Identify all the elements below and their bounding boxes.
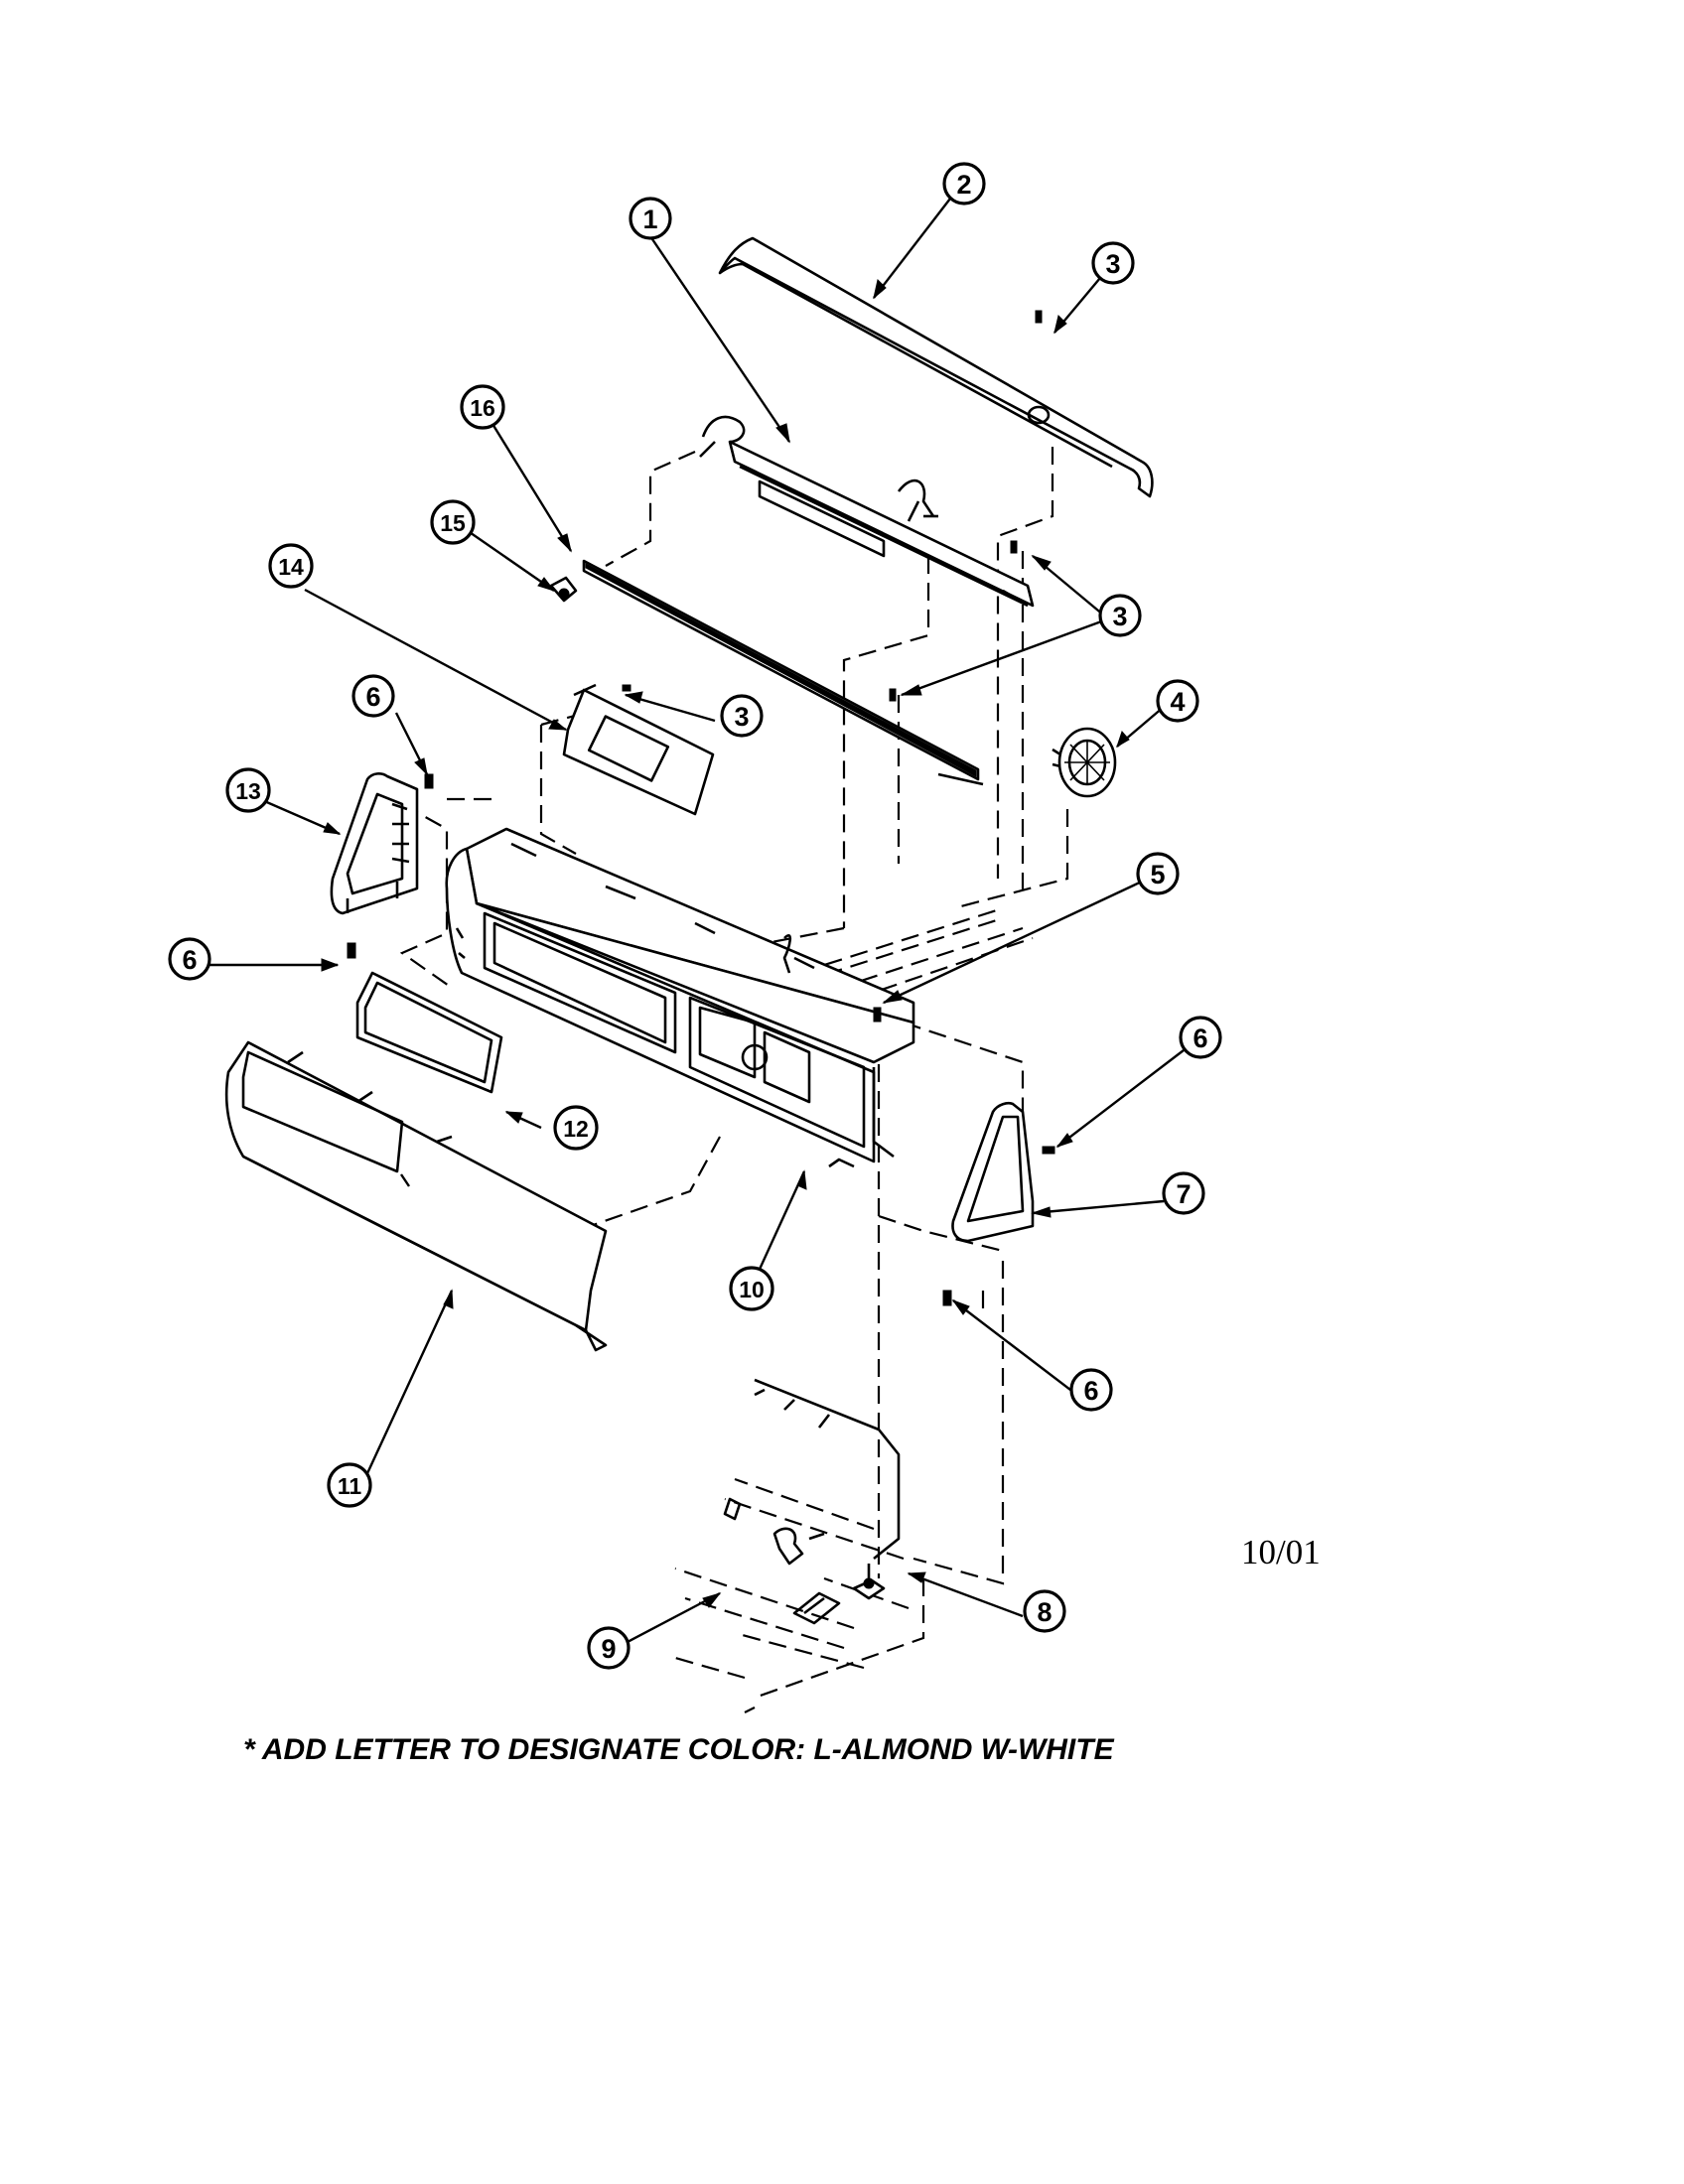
callout-13-label: 13 xyxy=(235,778,261,804)
callout-14: 14 xyxy=(268,543,314,589)
callout-3b: 3 xyxy=(1098,594,1142,637)
callout-12-label: 12 xyxy=(563,1116,589,1142)
callout-3a-label: 3 xyxy=(1105,249,1120,279)
callout-13: 13 xyxy=(225,767,271,813)
callout-6b-label: 6 xyxy=(182,945,197,975)
part-3-display-board xyxy=(562,683,715,816)
callout-16: 16 xyxy=(460,384,505,430)
callout-8-label: 8 xyxy=(1037,1597,1052,1627)
callout-9: 9 xyxy=(587,1626,631,1670)
callout-6b: 6 xyxy=(168,937,211,981)
callout-2-label: 2 xyxy=(956,170,971,200)
callout-9-label: 9 xyxy=(601,1634,616,1664)
callout-11: 11 xyxy=(327,1462,372,1508)
part-11-front-fascia xyxy=(224,1040,608,1352)
part-3-screws xyxy=(622,310,1043,702)
arrow-heads xyxy=(321,279,1130,1608)
callout-1: 1 xyxy=(629,197,672,240)
part-1-control-bar xyxy=(699,415,1035,608)
callout-6d: 6 xyxy=(1069,1368,1113,1412)
callout-7: 7 xyxy=(1162,1171,1205,1215)
callout-6a-label: 6 xyxy=(365,682,380,712)
part-9-bracket xyxy=(723,1497,841,1625)
part-14-light-strip xyxy=(582,559,984,786)
part-2-top-cover xyxy=(718,236,1154,498)
part-12-window-lens xyxy=(355,971,503,1094)
callout-7-label: 7 xyxy=(1176,1179,1191,1209)
part-7-right-end-cap xyxy=(951,1101,1035,1243)
callout-11-label: 11 xyxy=(338,1473,362,1499)
part-13-left-end-cap xyxy=(330,772,419,915)
callout-10-label: 10 xyxy=(739,1277,765,1302)
callout-6c: 6 xyxy=(1179,1016,1222,1059)
callout-5: 5 xyxy=(1136,852,1180,895)
callout-8: 8 xyxy=(1023,1589,1066,1633)
callout-4-label: 4 xyxy=(1170,687,1185,717)
color-note: * ADD LETTER TO DESIGNATE COLOR: L-ALMON… xyxy=(243,1733,1115,1766)
part-8-bracket xyxy=(754,1378,901,1600)
revision-date: 10/01 xyxy=(1241,1533,1321,1571)
callout-15: 15 xyxy=(430,499,476,545)
callout-4: 4 xyxy=(1156,679,1199,723)
callout-3c: 3 xyxy=(720,694,764,738)
callout-15-label: 15 xyxy=(440,510,466,536)
callout-6d-label: 6 xyxy=(1083,1376,1098,1406)
callout-16-label: 16 xyxy=(470,395,495,421)
part-6-screws xyxy=(347,773,1055,1306)
part-5-screw xyxy=(873,1007,882,1023)
part-15-clip xyxy=(549,576,578,603)
callout-12: 12 xyxy=(553,1105,599,1151)
callout-14-label: 14 xyxy=(278,554,304,580)
callout-10: 10 xyxy=(729,1266,774,1311)
callout-2: 2 xyxy=(942,162,986,205)
callout-1-label: 1 xyxy=(642,205,657,234)
part-4-pressure-switch xyxy=(1052,727,1117,798)
callout-5-label: 5 xyxy=(1150,860,1165,889)
callout-6a: 6 xyxy=(351,674,395,718)
callout-3a: 3 xyxy=(1091,241,1135,285)
callout-3c-label: 3 xyxy=(734,702,749,732)
callout-3b-label: 3 xyxy=(1112,602,1127,631)
callout-6c-label: 6 xyxy=(1193,1024,1207,1053)
part-10-control-panel xyxy=(445,827,915,1168)
